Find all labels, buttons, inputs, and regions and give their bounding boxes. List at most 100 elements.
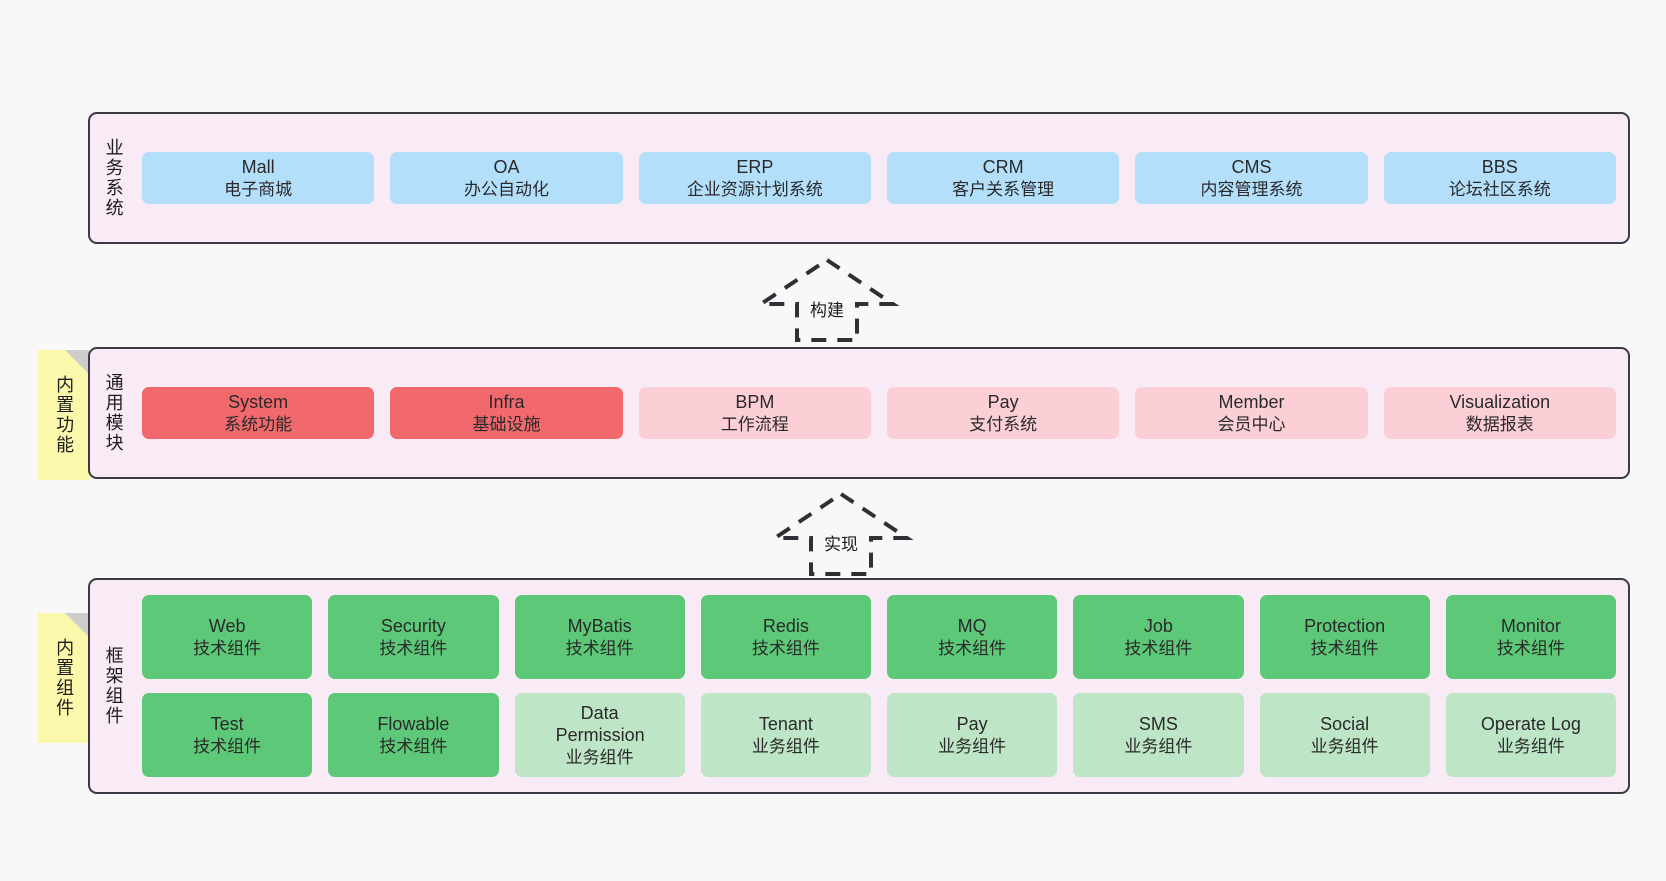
node-subtitle: 数据报表 <box>1465 414 1534 434</box>
node-cms[interactable]: CMS 内容管理系统 <box>1135 151 1368 205</box>
connector-build-label: 构建 <box>807 296 847 321</box>
node-subtitle: 技术组件 <box>1310 638 1379 658</box>
node-test[interactable]: Test 技术组件 <box>142 693 313 777</box>
node-tenant[interactable]: Tenant 业务组件 <box>700 693 871 777</box>
node-title: System <box>228 391 289 412</box>
node-subtitle: 技术组件 <box>193 638 262 658</box>
node-sms[interactable]: SMS 业务组件 <box>1073 693 1244 777</box>
node-operate-log[interactable]: Operate Log 业务组件 <box>1445 693 1616 777</box>
node-title: Data Permission <box>555 702 645 746</box>
sticky-note-builtin-components: 内置组件 <box>38 613 89 743</box>
node-subtitle: 技术组件 <box>751 638 820 658</box>
node-subtitle: 技术组件 <box>938 638 1007 658</box>
node-subtitle: 论坛社区系统 <box>1448 179 1551 199</box>
node-subtitle: 技术组件 <box>565 638 634 658</box>
node-oa[interactable]: OA 办公自动化 <box>390 151 623 205</box>
node-title: Operate Log <box>1480 713 1581 734</box>
connector-implement-arrow: 实现 <box>768 490 914 578</box>
node-subtitle: 业务组件 <box>751 736 820 756</box>
node-title: Security <box>380 615 446 636</box>
node-data-permission[interactable]: Data Permission 业务组件 <box>514 693 685 777</box>
node-title: Pay <box>987 391 1019 412</box>
node-social[interactable]: Social 业务组件 <box>1259 693 1430 777</box>
sticky-note-builtin-features: 内置功能 <box>38 350 89 480</box>
node-row: Test 技术组件 Flowable 技术组件 Data Permission … <box>142 693 1616 777</box>
node-security[interactable]: Security 技术组件 <box>328 595 499 679</box>
connector-build-arrow: 构建 <box>754 256 900 344</box>
node-title: MyBatis <box>567 615 632 636</box>
node-subtitle: 基础设施 <box>472 414 541 434</box>
node-mybatis[interactable]: MyBatis 技术组件 <box>514 595 685 679</box>
node-mall[interactable]: Mall 电子商城 <box>142 151 375 205</box>
node-member[interactable]: Member 会员中心 <box>1135 386 1368 440</box>
layer-body-common-modules: System 系统功能 Infra 基础设施 BPM 工作流程 Pay 支付系统… <box>136 349 1628 477</box>
node-title: Member <box>1218 391 1285 412</box>
node-subtitle: 技术组件 <box>379 638 448 658</box>
node-title: OA <box>493 156 520 177</box>
connector-implement-label: 实现 <box>821 530 861 555</box>
layer-body-framework-components: Web 技术组件 Security 技术组件 MyBatis 技术组件 Redi… <box>136 580 1628 792</box>
layer-label-business-systems: 业务系统 <box>103 138 124 218</box>
node-job[interactable]: Job 技术组件 <box>1073 595 1244 679</box>
node-subtitle: 技术组件 <box>1496 638 1565 658</box>
node-pay-component[interactable]: Pay 业务组件 <box>887 693 1058 777</box>
node-title: Social <box>1320 713 1370 734</box>
node-title: Infra <box>488 391 525 412</box>
node-title: Mall <box>241 156 275 177</box>
layer-body-business-systems: Mall 电子商城 OA 办公自动化 ERP 企业资源计划系统 CRM 客户关系… <box>136 114 1628 242</box>
node-title: Test <box>210 713 244 734</box>
node-flowable[interactable]: Flowable 技术组件 <box>328 693 499 777</box>
node-subtitle: 技术组件 <box>193 736 262 756</box>
node-subtitle: 业务组件 <box>1124 736 1193 756</box>
node-row: System 系统功能 Infra 基础设施 BPM 工作流程 Pay 支付系统… <box>142 386 1616 440</box>
node-subtitle: 办公自动化 <box>463 179 549 199</box>
note-fold-corner-icon <box>65 350 89 374</box>
node-visualization[interactable]: Visualization 数据报表 <box>1383 386 1616 440</box>
node-subtitle: 客户关系管理 <box>952 179 1055 199</box>
node-erp[interactable]: ERP 企业资源计划系统 <box>638 151 871 205</box>
node-title: ERP <box>736 156 774 177</box>
node-title: CMS <box>1231 156 1272 177</box>
node-mq[interactable]: MQ 技术组件 <box>887 595 1058 679</box>
node-pay[interactable]: Pay 支付系统 <box>886 386 1120 440</box>
node-title: BPM <box>735 391 775 412</box>
node-infra[interactable]: Infra 基础设施 <box>390 386 623 440</box>
node-title: Pay <box>956 713 988 734</box>
node-subtitle: 支付系统 <box>969 414 1038 434</box>
node-subtitle: 技术组件 <box>379 736 448 756</box>
node-monitor[interactable]: Monitor 技术组件 <box>1445 595 1616 679</box>
node-subtitle: 工作流程 <box>720 414 789 434</box>
node-subtitle: 内容管理系统 <box>1200 179 1303 199</box>
node-redis[interactable]: Redis 技术组件 <box>700 595 871 679</box>
node-title: SMS <box>1138 713 1178 734</box>
node-web[interactable]: Web 技术组件 <box>142 595 313 679</box>
node-title: Job <box>1143 615 1173 636</box>
node-subtitle: 业务组件 <box>565 747 634 767</box>
node-title: Redis <box>762 615 809 636</box>
node-system[interactable]: System 系统功能 <box>142 386 375 440</box>
node-title: CRM <box>982 156 1024 177</box>
note-fold-corner-icon <box>65 613 89 637</box>
node-bpm[interactable]: BPM 工作流程 <box>638 386 871 440</box>
node-title: Tenant <box>758 713 813 734</box>
layer-common-modules: 通用模块 System 系统功能 Infra 基础设施 BPM 工作流程 Pay… <box>88 347 1630 479</box>
node-subtitle: 系统功能 <box>224 414 293 434</box>
node-subtitle: 电子商城 <box>224 179 293 199</box>
node-row: Mall 电子商城 OA 办公自动化 ERP 企业资源计划系统 CRM 客户关系… <box>142 151 1616 205</box>
node-title: Monitor <box>1500 615 1561 636</box>
node-crm[interactable]: CRM 客户关系管理 <box>886 151 1120 205</box>
sticky-note-text: 内置组件 <box>54 638 75 718</box>
node-subtitle: 业务组件 <box>938 736 1007 756</box>
layer-label-framework-components: 框架组件 <box>103 646 124 726</box>
node-row: Web 技术组件 Security 技术组件 MyBatis 技术组件 Redi… <box>142 595 1616 679</box>
node-subtitle: 业务组件 <box>1310 736 1379 756</box>
node-title: Web <box>208 615 246 636</box>
node-bbs[interactable]: BBS 论坛社区系统 <box>1383 151 1616 205</box>
sticky-note-text: 内置功能 <box>54 375 75 455</box>
node-protection[interactable]: Protection 技术组件 <box>1259 595 1430 679</box>
layer-business-systems: 业务系统 Mall 电子商城 OA 办公自动化 ERP 企业资源计划系统 CRM… <box>88 112 1630 244</box>
layer-label-common-modules: 通用模块 <box>103 373 124 453</box>
node-title: Visualization <box>1449 391 1551 412</box>
node-title: BBS <box>1481 156 1518 177</box>
